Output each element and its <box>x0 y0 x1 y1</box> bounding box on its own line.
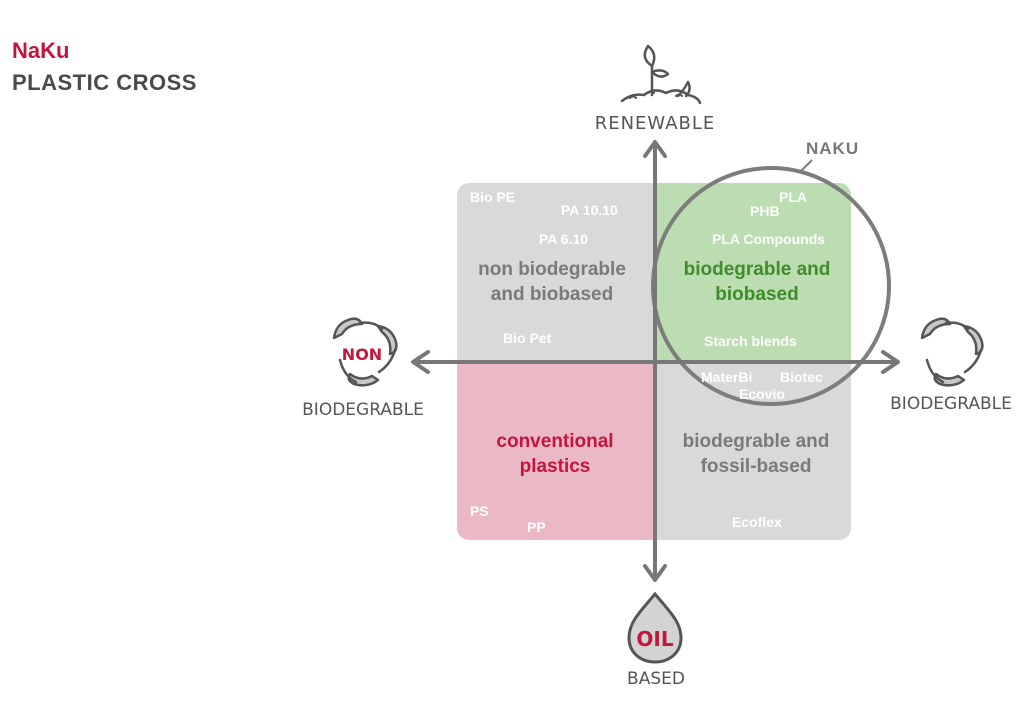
biodegradable-recycle-icon <box>920 317 984 387</box>
non-biodegradable-recycle-icon <box>332 317 398 387</box>
quadrant-top-left-line2: and biobased <box>491 284 613 305</box>
quadrant-bottom-right <box>655 362 851 540</box>
based-label: BASED <box>627 669 685 689</box>
quadrant-top-right-line2: biobased <box>715 284 798 305</box>
material-phb: PHB <box>750 203 780 219</box>
brand-title: NaKu <box>12 38 70 63</box>
quadrant-top-left <box>457 183 655 362</box>
quadrant-bottom-left <box>457 362 655 540</box>
sprout-icon <box>620 44 702 105</box>
material-biotec: Biotec <box>780 369 823 385</box>
non-label: NON <box>342 345 382 364</box>
material-ps: PS <box>470 503 489 519</box>
material-bio-pe: Bio PE <box>470 189 515 205</box>
quadrant-top-right-line1: biodegrable and <box>684 259 831 280</box>
material-bio-pet: Bio Pet <box>503 330 552 346</box>
material-starch-blends: Starch blends <box>704 333 797 349</box>
material-ecovio: Ecovio <box>739 386 785 402</box>
renewable-label: RENEWABLE <box>595 113 716 134</box>
quadrant-top-right <box>655 183 851 362</box>
left-biodegrable-label: BIODEGRABLE <box>302 400 424 420</box>
material-pa-1010: PA 10.10 <box>561 202 618 218</box>
quadrant-bottom-left-line2: plastics <box>520 456 591 477</box>
material-materbi: MaterBi <box>701 369 752 385</box>
quadrants <box>457 183 851 540</box>
naku-pointer <box>799 159 813 173</box>
oil-drop-icon <box>627 591 683 664</box>
quadrant-bottom-right-line2: fossil-based <box>701 456 812 477</box>
page-subtitle: PLASTIC CROSS <box>12 70 197 95</box>
right-biodegrable-label: BIODEGRABLE <box>890 394 1012 414</box>
material-ecoflex: Ecoflex <box>732 514 782 530</box>
material-pa-610: PA 6.10 <box>539 231 588 247</box>
axes <box>411 140 900 582</box>
naku-circle-label: NAKU <box>806 139 859 158</box>
material-labels: Bio PE PA 10.10 PA 6.10 Bio Pet PLA PHB … <box>470 189 825 535</box>
quadrant-bottom-right-line1: biodegrable and <box>683 431 830 452</box>
material-pla: PLA <box>779 189 807 205</box>
oil-label: OIL <box>636 627 673 651</box>
quadrant-bottom-left-line1: conventional <box>496 431 613 452</box>
material-pla-compounds: PLA Compounds <box>712 231 825 247</box>
material-pp: PP <box>527 519 546 535</box>
quadrant-top-left-line1: non biodegrable <box>478 259 626 280</box>
